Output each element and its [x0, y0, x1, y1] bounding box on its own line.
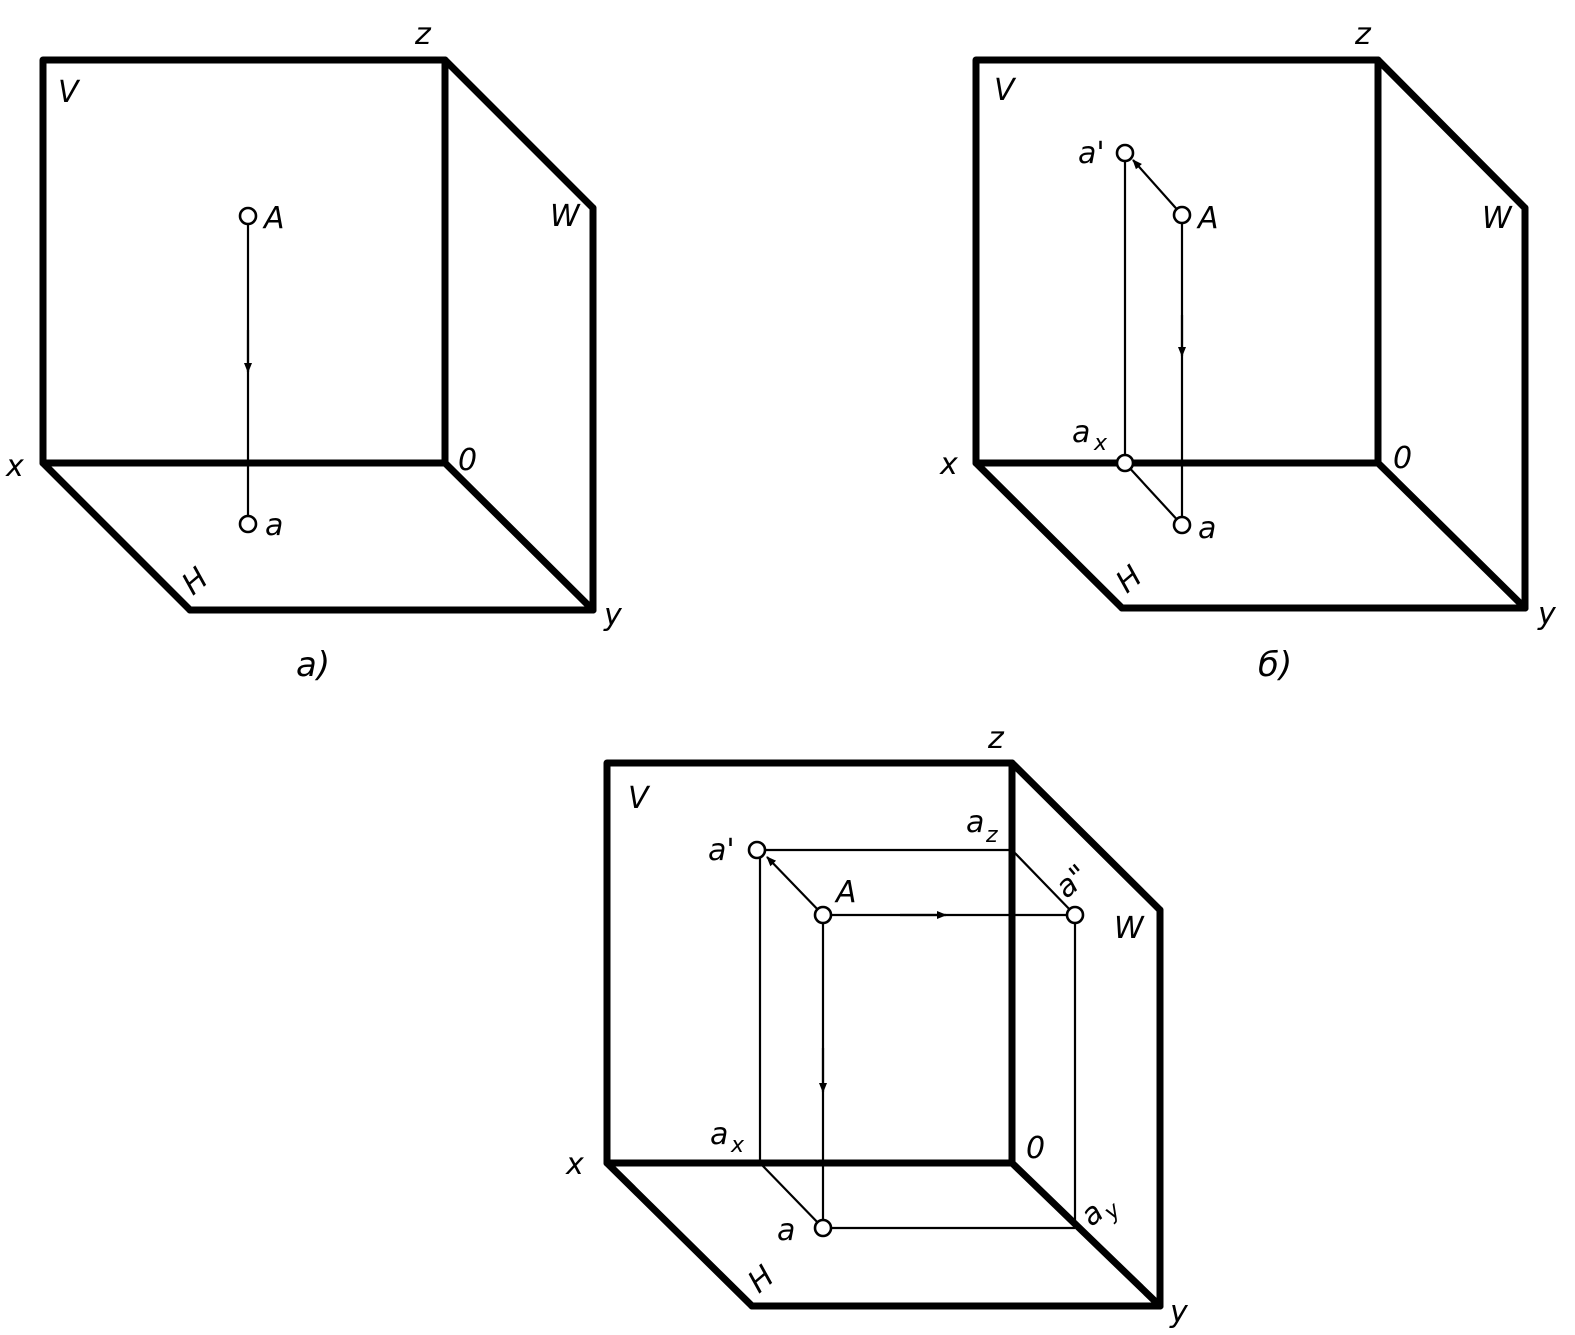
line-ax-a — [759, 1162, 824, 1229]
cube-frame-b — [972, 56, 1529, 612]
label-ax-subscript: x — [1093, 431, 1108, 456]
label-origin: 0 — [458, 443, 477, 478]
label-w: W — [550, 199, 581, 234]
label-y: y — [1537, 597, 1557, 632]
label-a-double-prime: a" — [1049, 858, 1096, 906]
label-ax: a — [710, 1117, 728, 1152]
point-a — [813, 1218, 833, 1238]
label-a: a — [1198, 511, 1216, 546]
label-w: W — [1114, 911, 1145, 946]
label-a-prime: a' — [1078, 136, 1105, 171]
label-h: H — [1109, 559, 1149, 600]
link-ax-a — [1124, 462, 1183, 526]
line-az-a2 — [1011, 849, 1076, 916]
label-v: V — [628, 781, 651, 816]
caption-a: a) — [296, 645, 330, 685]
caption-b: б) — [1258, 645, 1292, 685]
label-a: a — [777, 1213, 795, 1248]
arrow-A-to-a1 — [766, 856, 824, 916]
label-origin: 0 — [1393, 441, 1412, 476]
point-a-double-prime — [1065, 905, 1085, 925]
label-x: x — [565, 1147, 584, 1182]
cube-frame-c — [603, 759, 1164, 1310]
arrow-A-to-a1 — [1132, 159, 1183, 216]
label-A: A — [1196, 201, 1219, 236]
label-ax: a — [1072, 415, 1090, 450]
point-a-prime — [1115, 143, 1135, 163]
label-origin: 0 — [1026, 1131, 1045, 1166]
label-a-prime: a' — [708, 833, 735, 868]
point-A — [238, 206, 258, 226]
label-z: z — [1354, 17, 1372, 52]
label-ax-subscript: x — [730, 1133, 745, 1158]
label-a: a — [265, 508, 283, 543]
point-ax — [1115, 453, 1135, 473]
label-x: x — [939, 447, 958, 482]
point-a-prime — [747, 840, 767, 860]
label-v: V — [994, 73, 1017, 108]
label-h: H — [741, 1259, 781, 1300]
label-A: A — [834, 875, 857, 910]
label-x: x — [5, 449, 24, 484]
point-a — [238, 514, 258, 534]
diagram-b: z V a' A W a x x 0 a H y б) — [939, 17, 1557, 685]
label-A: A — [262, 201, 285, 236]
label-y: y — [1169, 1295, 1189, 1330]
point-A — [1172, 205, 1192, 225]
point-a — [1172, 515, 1192, 535]
label-z: z — [987, 721, 1005, 756]
label-az-subscript: z — [985, 823, 998, 848]
label-h: H — [175, 561, 215, 602]
label-z: z — [414, 17, 432, 52]
label-az: a — [966, 805, 984, 840]
label-w: W — [1482, 201, 1513, 236]
label-v: V — [58, 75, 81, 110]
label-y: y — [603, 598, 623, 633]
cube-frame-a — [39, 56, 597, 614]
point-A — [813, 905, 833, 925]
diagram-c: z V a z a' A a" W a x 0 x a a y H y — [565, 721, 1189, 1330]
diagram-a: z V W A x 0 a H y a) — [5, 17, 623, 685]
